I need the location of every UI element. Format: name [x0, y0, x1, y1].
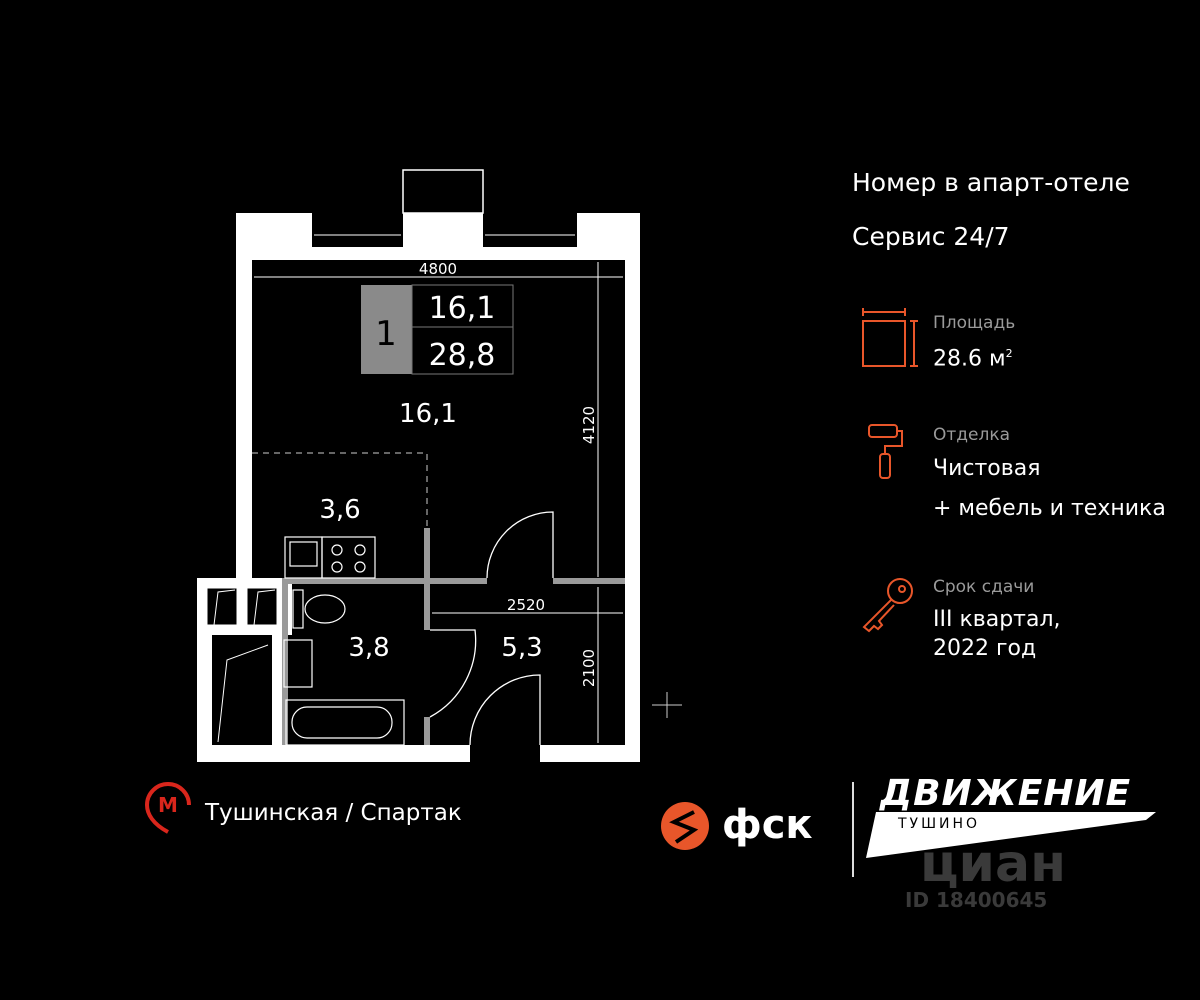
dim-hall-depth: 2100 [580, 649, 598, 687]
spec-value-finish-extra: + мебель и техника [933, 496, 1166, 521]
room-living: 16,1 [399, 399, 457, 429]
partitions [282, 528, 625, 745]
project-logo: ДВИЖЕНИЕ [880, 773, 1132, 814]
shafts [206, 587, 278, 743]
service: Сервис 24/7 [852, 222, 1010, 251]
windows [312, 169, 577, 247]
key-icon [862, 578, 913, 633]
doors [429, 511, 554, 746]
title: Номер в апарт-отеле [852, 168, 1130, 197]
room-kitchen: 3,6 [319, 495, 360, 525]
kitchen-zone-line [252, 452, 428, 528]
project-logo-banner [866, 812, 1156, 858]
svg-text:М: М [158, 793, 178, 817]
compass-icon [652, 692, 682, 718]
fixtures [283, 536, 405, 746]
floor-plan: 4800 4120 2520 2100 1 16,1 28,8 16,1 3,6… [197, 169, 682, 762]
spec-value-area: 28.6 м2 [933, 346, 1013, 372]
fsk-logo-text: фск [722, 802, 813, 848]
logo-divider [852, 782, 854, 877]
metro-station: Тушинская / Спартак [205, 800, 462, 826]
dim-hall-width: 2520 [507, 596, 545, 614]
area-icon [862, 308, 918, 367]
paint-roller-icon [868, 424, 903, 479]
cian-watermark-id: ID 18400645 [905, 888, 1048, 912]
dim-width: 4800 [419, 260, 457, 278]
dimension-lines [254, 262, 623, 743]
room-hall: 5,3 [501, 633, 542, 663]
room-bathroom: 3,8 [348, 633, 389, 663]
living-area-label: 16,1 [429, 291, 496, 326]
total-area-label: 28,8 [429, 338, 496, 373]
dim-depth-top: 4120 [580, 406, 598, 444]
spec-label-area: Площадь [933, 313, 1016, 333]
metro-icon: М [144, 782, 191, 834]
spec-value-finish: Чистовая [933, 456, 1041, 481]
spec-value-delivery: III квартал, [933, 607, 1061, 632]
fsk-logo-icon [661, 802, 709, 850]
cian-watermark: циан [920, 834, 1066, 894]
room-count-box [361, 285, 412, 374]
spec-label-finish: Отделка [933, 425, 1011, 445]
room-count: 1 [375, 314, 397, 354]
spec-label-delivery: Срок сдачи [933, 577, 1035, 597]
project-logo-sub: ТУШИНО [898, 816, 981, 832]
spec-value-delivery-year: 2022 год [933, 636, 1037, 661]
